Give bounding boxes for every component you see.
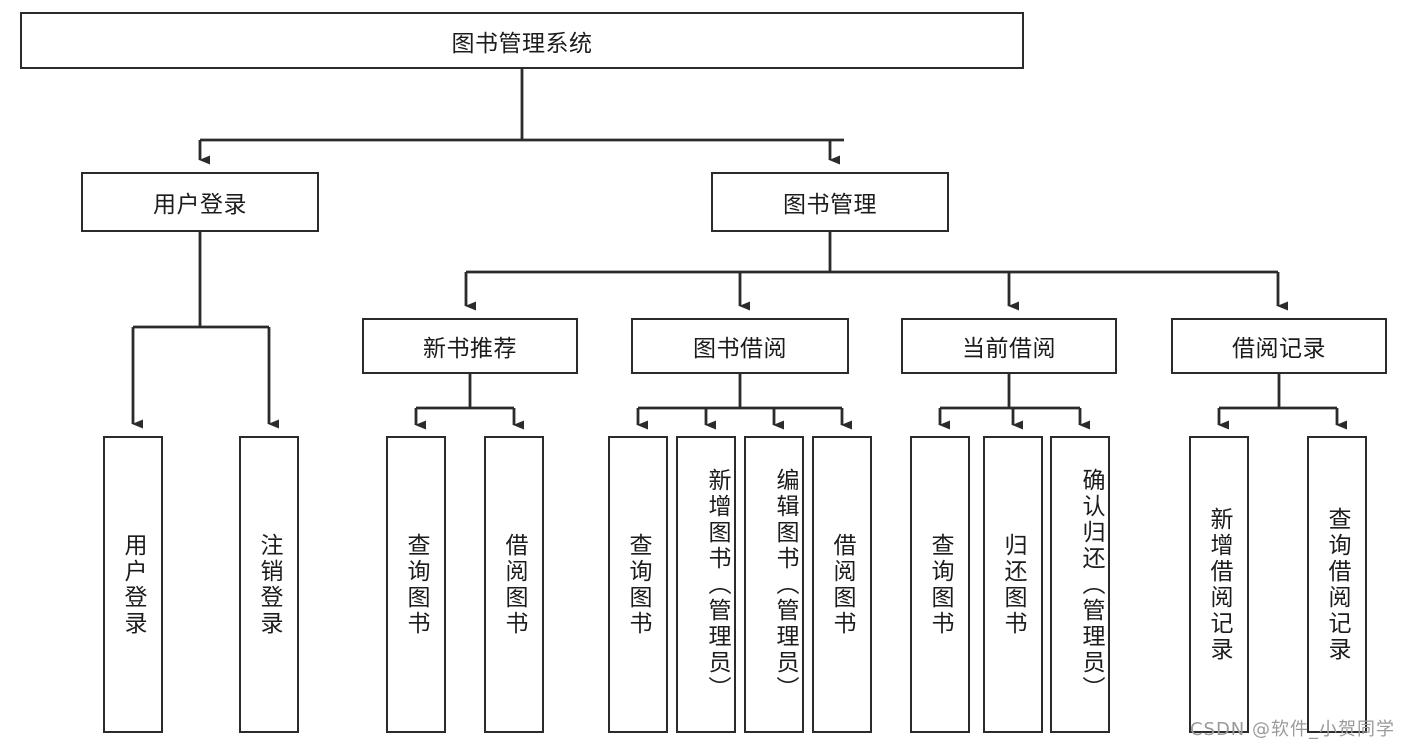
node-current-borrow[interactable]: 当前借阅 [901,318,1117,374]
node-leaf-borrow-book-2[interactable]: 借阅图书 [812,436,872,733]
node-borrow-record[interactable]: 借阅记录 [1171,318,1387,374]
node-root-label: 图书管理系统 [451,30,593,57]
node-leaf-borrow-book-1[interactable]: 借阅图书 [484,436,544,733]
node-leaf-query-book-1[interactable]: 查询图书 [386,436,446,733]
node-leaf-logout[interactable]: 注销登录 [239,436,299,733]
node-leaf-add-record[interactable]: 新增借阅记录 [1189,436,1249,733]
node-leaf-confirm-return-label: 确认归还（管理员） [1078,467,1104,702]
node-root[interactable]: 图书管理系统 [20,12,1024,69]
node-leaf-borrow-book-2-label: 借阅图书 [829,532,855,637]
node-leaf-edit-book[interactable]: 编辑图书（管理员） [744,436,804,733]
node-leaf-add-record-label: 新增借阅记录 [1206,506,1232,663]
node-current-borrow-label: 当前借阅 [962,336,1056,362]
node-book-manage-label: 图书管理 [783,192,877,218]
node-user-login-label: 用户登录 [153,192,247,218]
node-leaf-query-record[interactable]: 查询借阅记录 [1307,436,1367,733]
node-user-login[interactable]: 用户登录 [81,172,319,232]
csdn-watermark: CSDN @软件_小贺同学 [1189,719,1395,740]
node-book-manage[interactable]: 图书管理 [711,172,949,232]
node-leaf-user-login-label: 用户登录 [120,532,146,637]
node-leaf-add-book-label: 新增图书（管理员） [704,467,730,702]
node-leaf-query-record-label: 查询借阅记录 [1324,506,1350,663]
node-leaf-query-book-3-label: 查询图书 [927,532,953,637]
node-book-borrow-label: 图书借阅 [693,336,787,362]
node-leaf-confirm-return[interactable]: 确认归还（管理员） [1050,436,1110,733]
node-new-book-recommend[interactable]: 新书推荐 [362,318,578,374]
node-leaf-query-book-1-label: 查询图书 [403,532,429,637]
node-leaf-query-book-2[interactable]: 查询图书 [608,436,668,733]
node-leaf-query-book-2-label: 查询图书 [625,532,651,637]
node-new-book-recommend-label: 新书推荐 [423,336,517,362]
node-leaf-borrow-book-1-label: 借阅图书 [501,532,527,637]
node-book-borrow[interactable]: 图书借阅 [631,318,849,374]
node-leaf-user-login[interactable]: 用户登录 [103,436,163,733]
node-leaf-logout-label: 注销登录 [256,532,282,637]
node-leaf-edit-book-label: 编辑图书（管理员） [772,467,798,702]
node-leaf-query-book-3[interactable]: 查询图书 [910,436,970,733]
node-borrow-record-label: 借阅记录 [1232,336,1326,362]
node-leaf-return-book-label: 归还图书 [1000,532,1026,637]
node-leaf-add-book[interactable]: 新增图书（管理员） [676,436,736,733]
node-leaf-return-book[interactable]: 归还图书 [983,436,1043,733]
